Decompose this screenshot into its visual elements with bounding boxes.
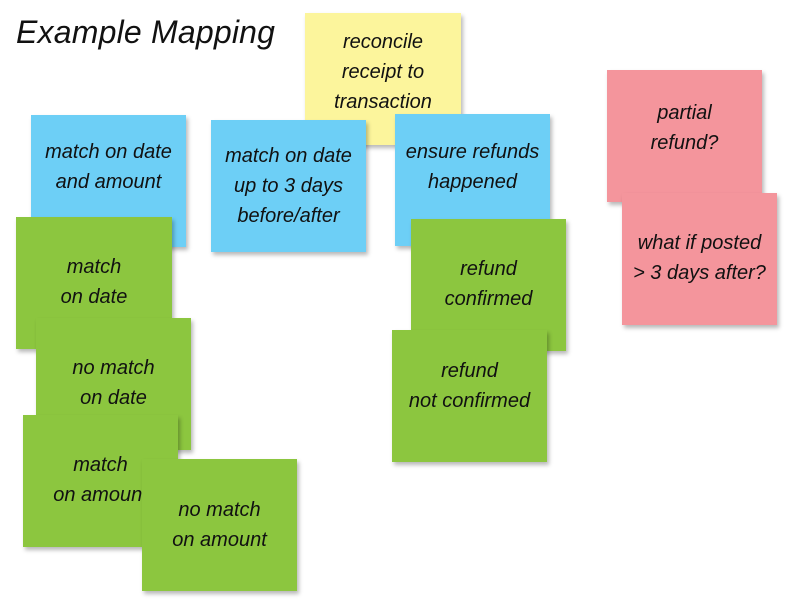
question-card-text: partial refund? xyxy=(650,102,719,154)
example-card-refund-confirmed[interactable]: refund confirmed xyxy=(411,219,566,351)
example-card-text: match on amount xyxy=(53,454,148,506)
example-card-text: no match on amount xyxy=(172,499,267,551)
rule-card-text: match on date up to 3 days before/after xyxy=(225,145,352,227)
story-card-text: reconcile receipt to transaction xyxy=(334,31,432,113)
example-card-text: no match on date xyxy=(72,357,155,409)
page-title: Example Mapping xyxy=(16,14,276,50)
example-card-no-match-amount[interactable]: no match on amount xyxy=(142,459,297,591)
example-card-text: match on date xyxy=(60,256,128,308)
question-card-partial-refund[interactable]: partial refund? xyxy=(607,70,762,202)
question-card-posted-late[interactable]: what if posted > 3 days after? xyxy=(622,193,777,325)
rule-card-text: ensure refunds happened xyxy=(405,141,540,193)
example-card-refund-not-confirmed[interactable]: refund not confirmed xyxy=(392,330,547,462)
rule-card-3-days[interactable]: match on date up to 3 days before/after xyxy=(211,120,366,252)
example-card-text: refund confirmed xyxy=(444,258,533,310)
rule-card-text: match on date and amount xyxy=(45,141,172,193)
example-card-text: refund not confirmed xyxy=(408,360,531,412)
question-card-text: what if posted > 3 days after? xyxy=(633,232,766,284)
